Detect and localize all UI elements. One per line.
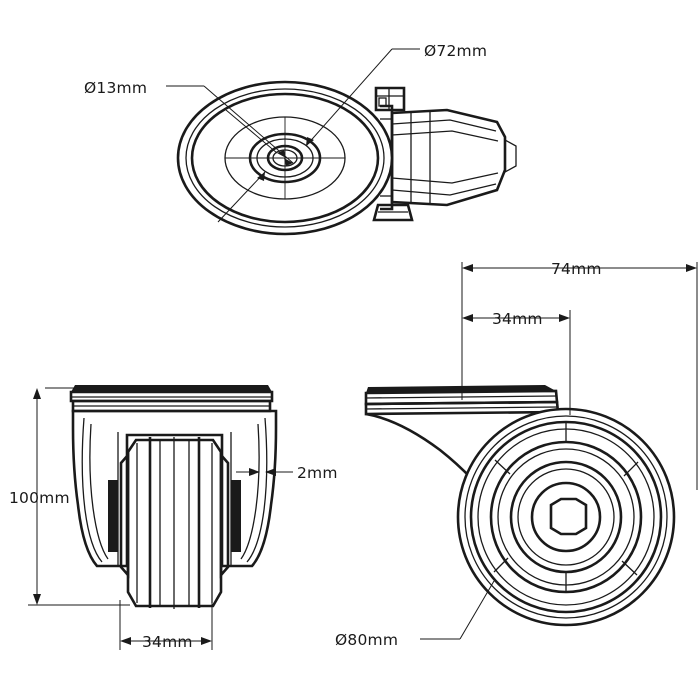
top-view-bracket-housing (372, 86, 517, 222)
front-view-top-plate (69, 385, 274, 413)
dimension-100mm: 100mm (9, 387, 130, 606)
dimension-34mm-side: 34mm (462, 310, 571, 415)
dimension-2mm: 2mm (236, 464, 338, 482)
side-view: 74mm 34mm Ø80mm (335, 260, 698, 649)
dimension-dia80: Ø80mm (335, 580, 495, 649)
top-view: Ø13mm Ø72mm (84, 42, 517, 236)
dimension-dia13: Ø13mm (84, 79, 294, 166)
front-view: 100mm 34mm 2mm (9, 385, 338, 651)
dimension-label-dia80: Ø80mm (335, 631, 398, 649)
top-view-wheel-face (176, 80, 394, 236)
dimension-dia72: Ø72mm (217, 42, 487, 223)
front-view-wheel (119, 437, 230, 609)
front-view-yoke (71, 409, 278, 568)
dimension-label-2mm: 2mm (297, 464, 338, 482)
dimension-74mm: 74mm (461, 260, 698, 490)
dimension-label-34mm-side: 34mm (492, 310, 543, 328)
dimension-label-74mm: 74mm (551, 260, 602, 278)
side-view-wheel (456, 407, 676, 627)
dimension-label-34mm-front: 34mm (142, 633, 193, 651)
dimension-label-dia72: Ø72mm (424, 42, 487, 60)
dimension-label-dia13: Ø13mm (84, 79, 147, 97)
dimension-label-100mm: 100mm (9, 489, 70, 507)
dimension-34mm-front: 34mm (119, 596, 213, 651)
